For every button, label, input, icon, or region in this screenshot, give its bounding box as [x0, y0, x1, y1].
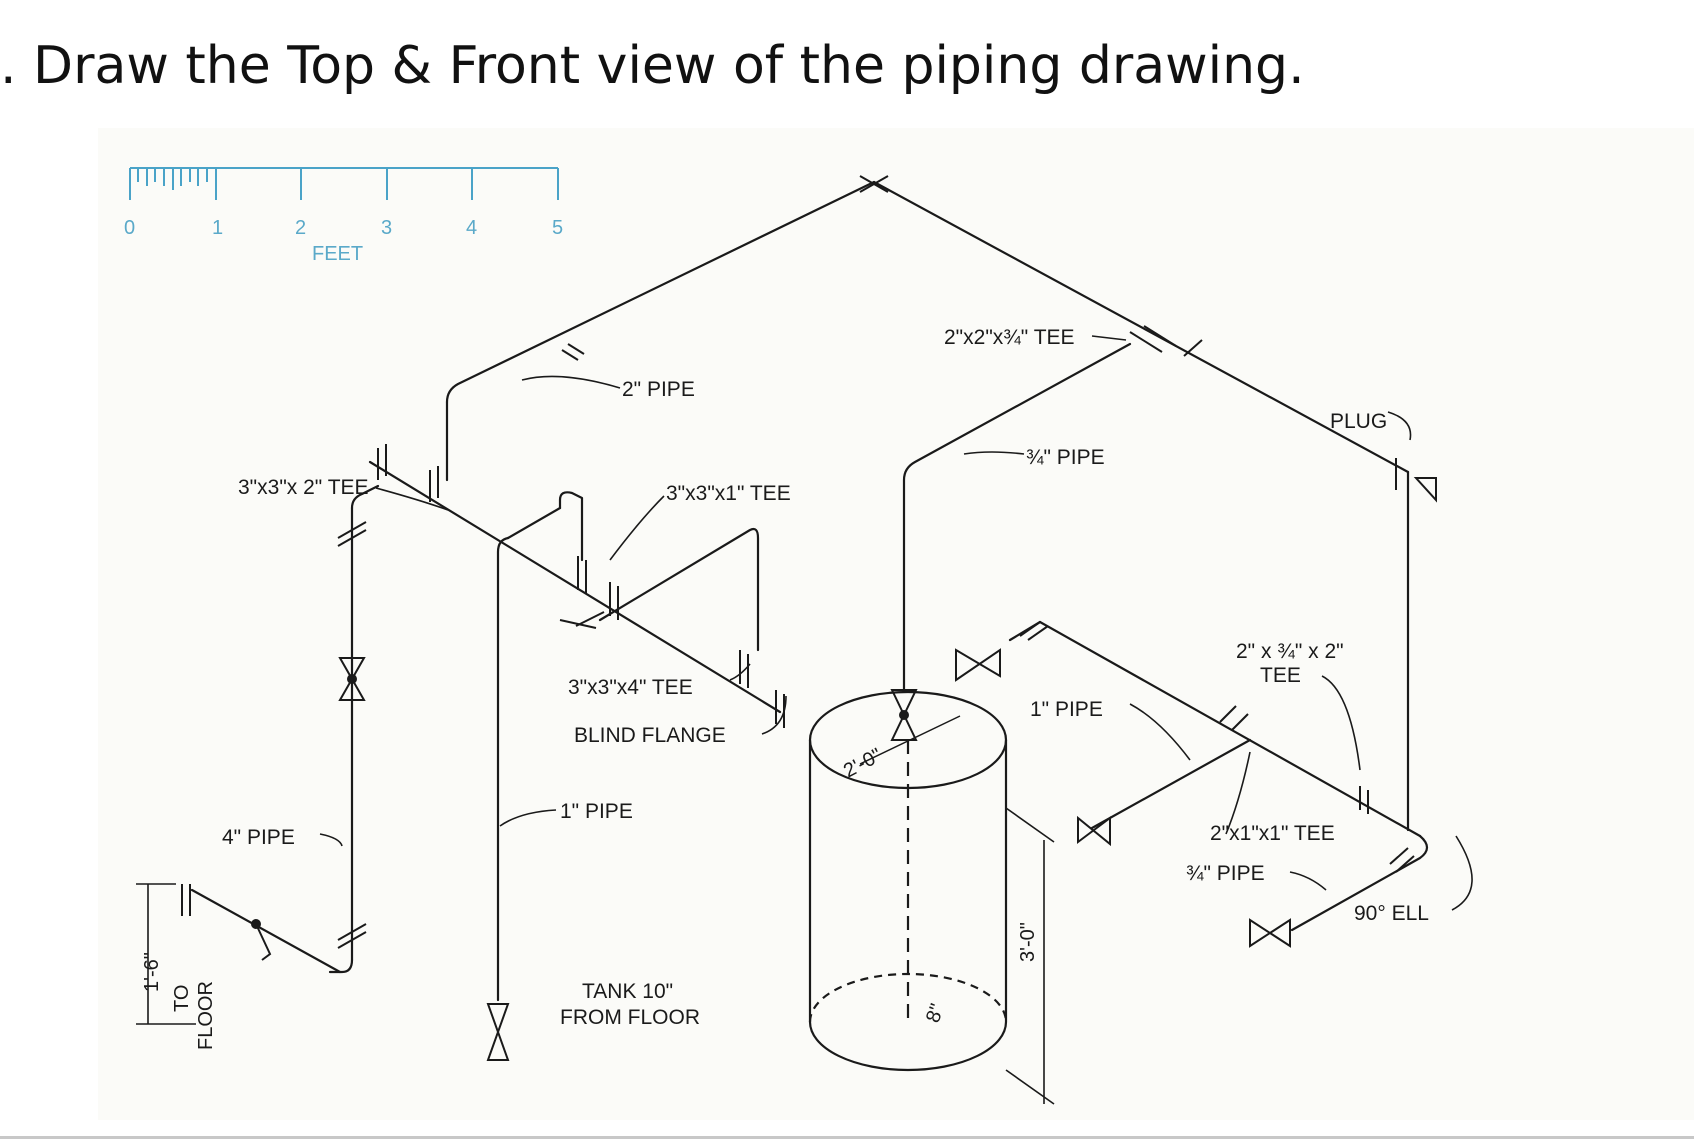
label-tee-2x34x2-line2: TEE [1260, 664, 1301, 687]
label-1in-pipe-right: 1" PIPE [1030, 698, 1103, 721]
drawing-sheet [98, 128, 1694, 1120]
label-tee-3x3x4: 3"x3"x4" TEE [568, 676, 693, 699]
label-to: TO [171, 985, 193, 1012]
label-tee-3x3x2: 3"x3"x 2" TEE [238, 476, 369, 499]
scale-unit: FEET [312, 243, 363, 265]
scale-tick-0: 0 [124, 217, 135, 239]
label-tank-line1: TANK 10" [582, 980, 673, 1003]
leader-lines [319, 335, 1473, 911]
label-34-pipe-top: ¾" PIPE [1026, 446, 1105, 469]
pipe-1in-right-branch [1090, 738, 1252, 830]
pipe-3in-header [368, 460, 782, 714]
label-tee-2x2x34: 2"x2"x¾" TEE [944, 326, 1075, 349]
bottom-rule [0, 1136, 1694, 1139]
pipe-2in-upper-left [445, 180, 876, 404]
pipe-4in-horizontal [190, 888, 342, 974]
dim-1-6: 1'-6" [141, 952, 163, 992]
label-tank-line2: FROM FLOOR [560, 1006, 700, 1029]
label-34-pipe-bottom: ¾" PIPE [1186, 862, 1265, 885]
label-90-ell: 90° ELL [1354, 902, 1429, 925]
dimension-lines [136, 807, 1055, 1105]
dim-8: 8" [922, 1001, 949, 1026]
dim-3-0: 3'-0" [1017, 922, 1039, 962]
tank [808, 690, 1008, 1072]
scale-tick-4: 4 [466, 217, 477, 239]
pipe-lower-header [1038, 620, 1422, 838]
label-plug: PLUG [1330, 410, 1387, 433]
label-tee-2x34x2-line1: 2" x ¾" x 2" [1236, 640, 1344, 663]
label-2in-pipe: 2" PIPE [622, 378, 695, 401]
pipe-1in-branch [598, 527, 760, 652]
pipe-34-bottom [1290, 834, 1429, 932]
gate-valve-symbol [338, 657, 366, 701]
page-title: . Draw the Top & Front view of the pipin… [0, 36, 1305, 96]
scale-labels: 0 1 2 3 4 5 FEET [124, 217, 563, 265]
pipe-1in-left-vertical [496, 536, 510, 1002]
label-4in-pipe: 4" PIPE [222, 826, 295, 849]
scale-tick-3: 3 [381, 217, 392, 239]
fittings [181, 175, 1437, 1061]
scale-tick-1: 1 [212, 217, 223, 239]
callout-labels: 2" PIPE 3"x3"x 2" TEE 3"x3"x1" TEE 3"x3"… [141, 326, 1429, 1050]
scale-tick-5: 5 [552, 217, 563, 239]
label-1in-pipe-left: 1" PIPE [560, 800, 633, 823]
dim-2-0: 2'-0" [840, 744, 885, 782]
pipe-2in-upper-right [872, 180, 1410, 474]
label-tee-2x1x1: 2"x1"x1" TEE [1210, 822, 1335, 845]
label-tee-3x3x1: 3"x3"x1" TEE [666, 482, 791, 505]
label-blind-flange: BLIND FLANGE [574, 724, 726, 747]
pipe-lines [190, 180, 1429, 1002]
scale-tick-2: 2 [295, 217, 306, 239]
pipe-34-to-tank [902, 342, 1132, 692]
feet-scale-bar [129, 167, 559, 200]
label-floor: FLOOR [195, 981, 217, 1050]
